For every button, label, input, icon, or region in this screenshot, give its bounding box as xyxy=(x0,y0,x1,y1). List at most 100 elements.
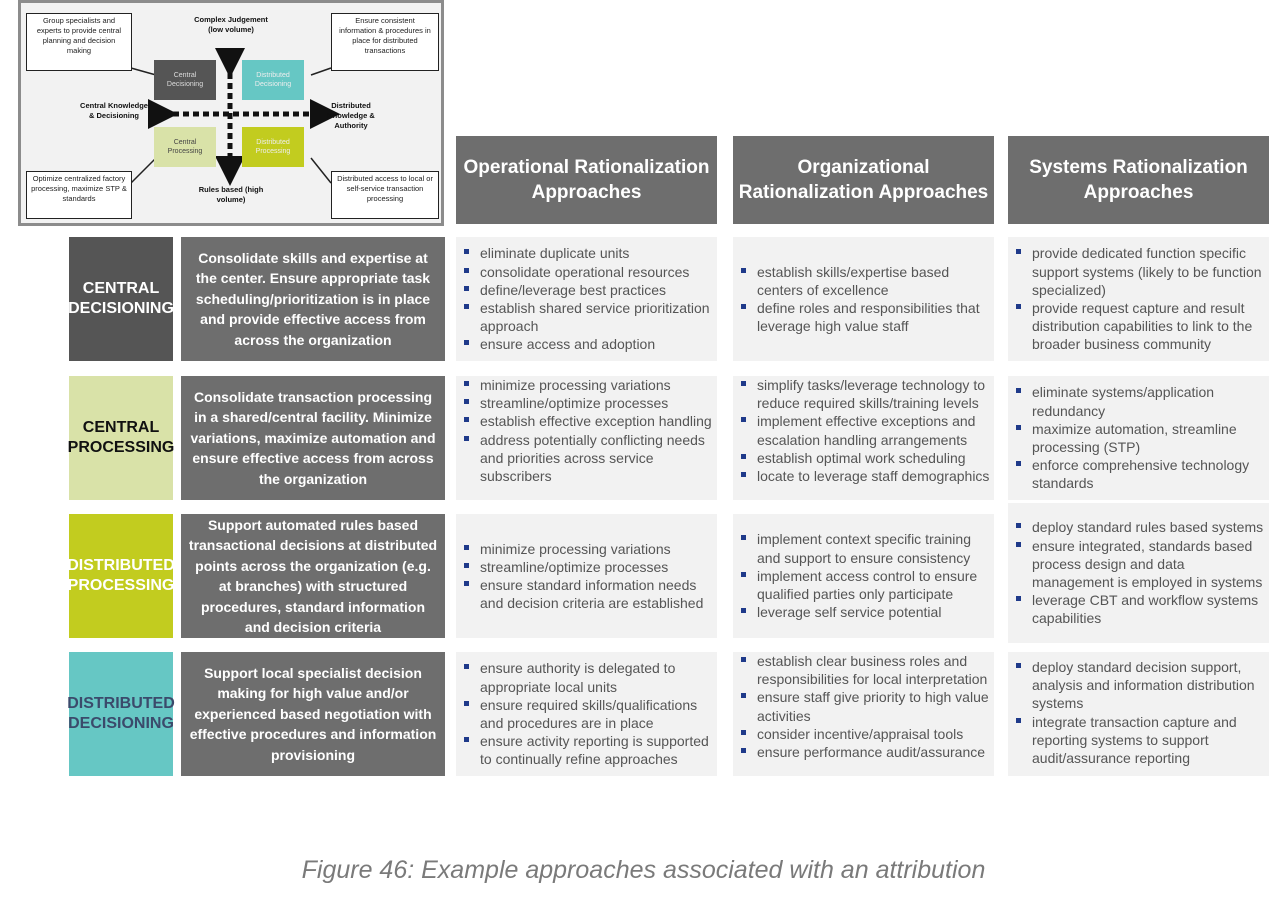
bullet-icon xyxy=(464,267,469,273)
row-description-central-decisioning: Consolidate skills and expertise at the … xyxy=(181,237,445,361)
bullet-icon xyxy=(741,729,746,735)
bullet-icon xyxy=(741,453,746,459)
list-item: deploy standard rules based systems xyxy=(1016,518,1265,536)
bullet-icon xyxy=(464,399,469,405)
bullet-icon xyxy=(741,267,746,273)
callout-central-decisioning: Group specialists and experts to provide… xyxy=(26,13,132,71)
box-central-decisioning: Central Decisioning xyxy=(154,60,216,100)
cell-distributed-processing-operational: minimize processing variations streamlin… xyxy=(456,514,717,638)
bullet-icon xyxy=(741,472,746,478)
row-description-central-processing: Consolidate transaction processing in a … xyxy=(181,376,445,500)
list-item: establish effective exception handling xyxy=(464,412,713,430)
list-item: define roles and responsibilities that l… xyxy=(741,299,990,335)
row-description-distributed-decisioning: Support local specialist decision making… xyxy=(181,652,445,776)
cell-central-processing-operational: minimize processing variations streamlin… xyxy=(456,376,717,500)
list-item: define/leverage best practices xyxy=(464,281,713,299)
list-item: simplify tasks/leverage technology to re… xyxy=(741,376,990,412)
bullet-icon xyxy=(1016,424,1021,430)
list-item: ensure required skills/qualifications an… xyxy=(464,696,713,732)
cell-central-processing-organizational: simplify tasks/leverage technology to re… xyxy=(733,376,994,500)
bullet-icon xyxy=(1016,249,1021,255)
list-item: ensure integrated, standards based proce… xyxy=(1016,537,1265,592)
bullet-icon xyxy=(464,304,469,309)
quadrant-arrows xyxy=(130,48,340,186)
bullet-icon xyxy=(1016,523,1021,529)
bullet-icon xyxy=(1016,717,1021,723)
list-item: locate to leverage staff demographics xyxy=(741,467,990,485)
figure-caption: Figure 46: Example approaches associated… xyxy=(301,856,986,884)
bullet-icon xyxy=(464,544,469,550)
row-label-distributed-decisioning: DISTRIBUTED DECISIONING xyxy=(67,652,175,776)
axis-label-bottom: Rules based (high volume) xyxy=(198,185,264,204)
callout-distributed-decisioning: Ensure consistent information & procedur… xyxy=(331,13,439,71)
row-label-central-decisioning: CENTRAL DECISIONING xyxy=(68,237,174,361)
bullet-icon xyxy=(741,693,746,699)
bullet-icon xyxy=(1016,596,1021,602)
list-item: deploy standard decision support, analys… xyxy=(1016,658,1265,713)
bullet-icon xyxy=(741,304,746,309)
list-item: ensure access and adoption xyxy=(464,335,713,353)
list-item: streamline/optimize processes xyxy=(464,394,713,412)
bullet-icon xyxy=(741,381,746,386)
list-item: establish skills/expertise based centers… xyxy=(741,263,990,299)
list-item: ensure performance audit/assurance xyxy=(741,743,990,761)
list-item: establish shared service prioritization … xyxy=(464,299,713,335)
bullet-icon xyxy=(464,340,469,346)
list-item: ensure activity reporting is supported t… xyxy=(464,732,713,768)
axis-label-top: Complex Judgement (low volume) xyxy=(194,15,268,34)
list-item: ensure staff give priority to high value… xyxy=(741,688,990,724)
bullet-icon xyxy=(464,249,469,255)
list-item: address potentially conflicting needs an… xyxy=(464,431,713,486)
list-item: leverage self service potential xyxy=(741,603,990,621)
list-item: implement context specific training and … xyxy=(741,530,990,566)
cell-central-processing-systems: eliminate systems/application redundancy… xyxy=(1008,376,1269,500)
cell-central-decisioning-operational: eliminate duplicate units consolidate op… xyxy=(456,237,717,361)
cell-distributed-decisioning-organizational: establish clear business roles and respo… xyxy=(733,652,994,776)
bullet-icon xyxy=(464,737,469,743)
bullet-icon xyxy=(464,562,469,568)
callout-pointer-line xyxy=(130,157,157,184)
bullet-icon xyxy=(741,571,746,577)
bullet-icon xyxy=(464,664,469,670)
column-header-operational: Operational Rationalization Approaches xyxy=(456,136,717,224)
list-item: consolidate operational resources xyxy=(464,263,713,281)
list-item: implement effective exceptions and escal… xyxy=(741,412,990,448)
bullet-icon xyxy=(741,535,746,541)
box-central-processing: Central Processing xyxy=(154,127,216,167)
callout-central-processing: Optimize centralized factory processing,… xyxy=(26,171,132,219)
bullet-icon xyxy=(464,700,469,706)
list-item: establish optimal work scheduling xyxy=(741,449,990,467)
cell-central-decisioning-organizational: establish skills/expertise based centers… xyxy=(733,237,994,361)
list-item: leverage CBT and workflow systems capabi… xyxy=(1016,591,1265,627)
row-description-distributed-processing: Support automated rules based transactio… xyxy=(181,514,445,638)
list-item: eliminate systems/application redundancy xyxy=(1016,383,1265,419)
callout-pointer-line xyxy=(130,67,157,76)
bullet-icon xyxy=(464,285,469,291)
cell-distributed-decisioning-systems: deploy standard decision support, analys… xyxy=(1008,652,1269,776)
callout-distributed-processing: Distributed access to local or self-serv… xyxy=(331,171,439,219)
list-item: eliminate duplicate units xyxy=(464,244,713,262)
list-item: provide dedicated function specific supp… xyxy=(1016,244,1265,299)
bullet-icon xyxy=(741,608,746,614)
bullet-icon xyxy=(1016,663,1021,668)
list-item: ensure authority is delegated to appropr… xyxy=(464,659,713,695)
list-item: implement access control to ensure quali… xyxy=(741,567,990,603)
list-item: maximize automation, streamline processi… xyxy=(1016,420,1265,456)
bullet-icon xyxy=(464,381,469,386)
list-item: provide request capture and result distr… xyxy=(1016,299,1265,354)
bullet-icon xyxy=(1016,461,1021,467)
cell-central-decisioning-systems: provide dedicated function specific supp… xyxy=(1008,237,1269,361)
bullet-icon xyxy=(741,417,746,423)
bullet-icon xyxy=(464,581,469,586)
list-item: enforce comprehensive technology standar… xyxy=(1016,456,1265,492)
list-item: consider incentive/appraisal tools xyxy=(741,725,990,743)
list-item: minimize processing variations xyxy=(464,540,713,558)
list-item: minimize processing variations xyxy=(464,376,713,394)
bullet-icon xyxy=(464,435,469,441)
attribution-quadrant-diagram: Group specialists and experts to provide… xyxy=(18,0,444,226)
box-distributed-decisioning: Distributed Decisioning xyxy=(242,60,304,100)
list-item: establish clear business roles and respo… xyxy=(741,652,990,688)
row-label-central-processing: CENTRAL PROCESSING xyxy=(68,376,174,500)
bullet-icon xyxy=(464,417,469,423)
cell-distributed-processing-systems: deploy standard rules based systems ensu… xyxy=(1008,503,1269,643)
